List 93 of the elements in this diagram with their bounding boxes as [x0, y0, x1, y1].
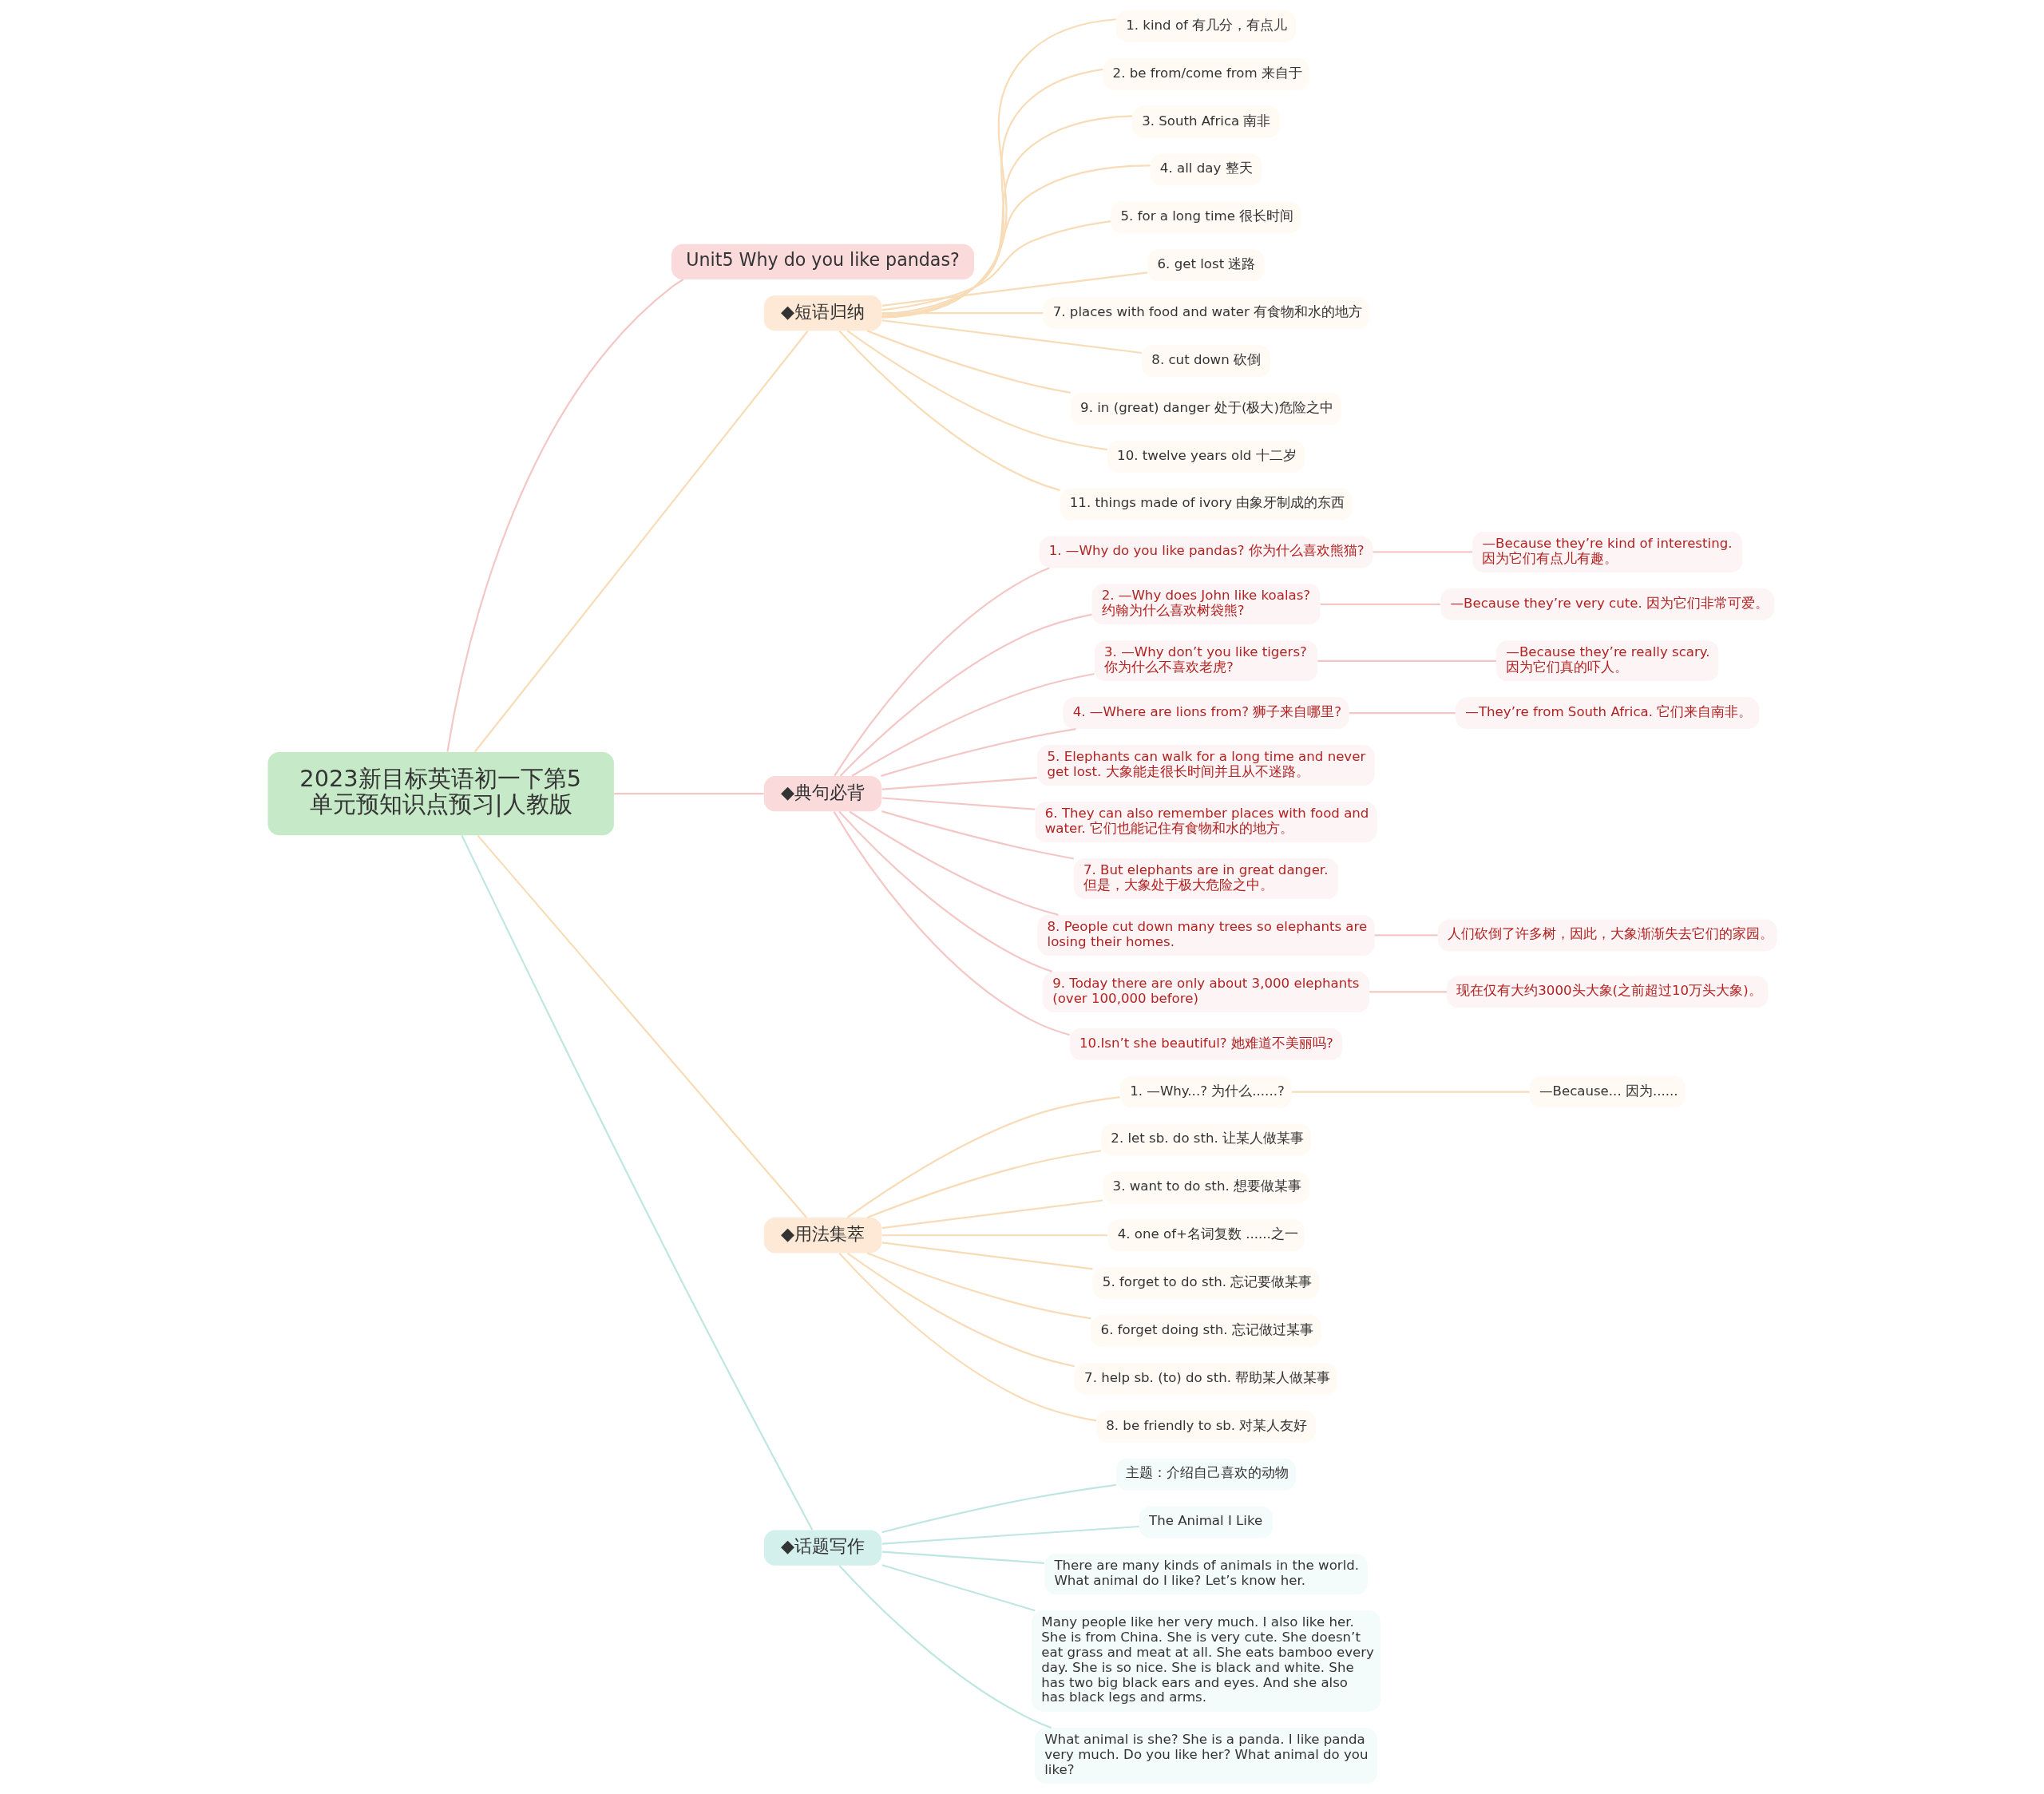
connector	[851, 672, 1095, 777]
connector	[881, 115, 1132, 317]
node-box: ◆话题写作	[763, 1530, 881, 1566]
node-box: —Because they’re very cute. 因为它们非常可爱。	[1440, 588, 1774, 620]
node-box: 7. places with food and water 有食物和水的地方	[1043, 297, 1369, 330]
node-box: 主题：介绍自己喜欢的动物	[1115, 1458, 1296, 1491]
node-box: 5. for a long time 很长时间	[1110, 201, 1301, 234]
connector	[881, 220, 1111, 311]
node-box: 现在仅有大约3000头大象(之前超过10万头大象)。	[1446, 976, 1768, 1008]
node-box: 1. —Why...? 为什么......?	[1119, 1075, 1292, 1108]
connector	[881, 1564, 1036, 1612]
node-box: ◆用法集萃	[763, 1218, 881, 1253]
connector	[881, 797, 1035, 810]
connector	[881, 18, 1116, 319]
node-box: —They’re from South Africa. 它们来自南非。	[1455, 697, 1759, 730]
connector	[839, 613, 1092, 777]
node-box: 4. —Where are lions from? 狮子来自哪里?	[1063, 697, 1349, 730]
node-box: 6. They can also remember places with food and water. 它们也能记住有食物和水的地方。	[1035, 802, 1377, 843]
connector	[881, 1550, 1044, 1564]
node-box: 6. get lost 迷路	[1147, 249, 1265, 282]
connector	[838, 330, 1060, 492]
node-box: 2023新目标英语初一下第5单元预知识点预习|人教版	[267, 751, 614, 836]
node-box: 1. kind of 有几分，有点儿	[1115, 10, 1296, 42]
connector	[1291, 1091, 1530, 1093]
connector	[1369, 991, 1447, 993]
node-box: —Because they’re kind of interesting. 因为它们有点儿有趣。	[1472, 531, 1742, 572]
node-box: 7. help sb. (to) do sth. 帮助某人做某事	[1074, 1362, 1337, 1395]
node-box: Many people like her very much. I also like her. She is from China. She is very cute. She doesn’t eat grass and meat at all. She eats bamboo every day. She is so nice. She is black and white. She has two big black ears and eyes. And she also has black legs and arms.	[1031, 1610, 1380, 1712]
node-box: 2. —Why does John like koalas? 约翰为什么喜欢树袋熊?	[1091, 584, 1321, 625]
connector	[866, 1150, 1101, 1218]
connector	[613, 792, 764, 795]
node-box: 人们砍倒了许多树，因此，大象渐渐失去它们的家园。	[1437, 919, 1777, 952]
node-box: 7. But elephants are in great danger. 但是，大象处于极大危险之中。	[1073, 858, 1338, 899]
node-box: 5. Elephants can walk for a long time and never get lost. 大象能走很长时间并且从不迷路。	[1036, 745, 1375, 786]
connector	[881, 319, 1142, 354]
connector	[866, 1252, 1091, 1320]
connector	[1320, 603, 1440, 605]
connector	[881, 1525, 1139, 1545]
connector	[446, 279, 683, 752]
connector	[848, 810, 1059, 916]
connector	[881, 810, 1074, 860]
connector	[838, 1565, 1052, 1729]
node-box: 9. Today there are only about 3,000 elephants (over 100,000 before)	[1042, 971, 1369, 1012]
connector	[881, 1242, 1093, 1270]
connector	[477, 834, 807, 1218]
node-box: 3. —Why don’t you like tigers? 你为什么不喜欢老虎?	[1094, 640, 1317, 682]
node-box: 2. be from/come from 来自于	[1102, 57, 1309, 90]
connector	[1317, 659, 1496, 662]
connector	[846, 330, 1107, 451]
node-box: 5. forget to do sth. 忘记要做某事	[1092, 1267, 1319, 1300]
node-box: ◆典句必背	[763, 775, 881, 812]
connector	[881, 164, 1151, 315]
node-box: What animal is she? She is a panda. I like panda very much. Do you like her? What animal do you like?	[1034, 1728, 1377, 1784]
connector	[866, 330, 1071, 394]
connector	[881, 1483, 1116, 1534]
connector	[881, 1199, 1103, 1230]
connector	[1374, 934, 1438, 937]
connector	[1349, 712, 1456, 715]
connector	[838, 1252, 1096, 1422]
connector	[460, 834, 813, 1531]
node-box: 11. things made of ivory 由象牙制成的东西	[1060, 488, 1352, 521]
node-box: 3. want to do sth. 想要做某事	[1102, 1171, 1309, 1204]
node-box: The Animal I Like	[1139, 1506, 1273, 1539]
node-box: 8. be friendly to sb. 对某人友好	[1095, 1410, 1316, 1443]
node-box: 8. cut down 砍倒	[1141, 345, 1270, 377]
node-box: 10.Isn’t she beautiful? 她难道不美丽吗?	[1069, 1028, 1342, 1060]
connector	[846, 1252, 1075, 1368]
node-box: 2. let sb. do sth. 让某人做某事	[1100, 1123, 1311, 1156]
connector	[838, 810, 1052, 972]
node-box: 4. all day 整天	[1150, 153, 1262, 186]
connector	[846, 1096, 1120, 1218]
connector	[881, 68, 1103, 319]
connector	[881, 312, 1043, 315]
node-box: 9. in (great) danger 处于(极大)危险之中	[1070, 392, 1341, 425]
node-box: 1. —Why do you like pandas? 你为什么喜欢熊猫?	[1039, 536, 1373, 568]
connector	[473, 330, 809, 753]
node-box: ◆短语归纳	[763, 295, 881, 331]
connector	[881, 777, 1037, 790]
connector	[1373, 551, 1472, 553]
connector	[881, 271, 1147, 307]
node-box: —Because... 因为......	[1529, 1075, 1686, 1108]
connector	[833, 567, 1050, 777]
node-box: There are many kinds of animals in the world. What animal do I like? Let’s know her.	[1044, 1554, 1368, 1595]
node-box: 10. twelve years old 十二岁	[1107, 440, 1305, 473]
node-box: 3. South Africa 南非	[1131, 105, 1280, 138]
node-box: 8. People cut down many trees so elephants are losing their homes.	[1036, 914, 1375, 956]
connector	[880, 728, 1076, 777]
connector	[881, 1234, 1107, 1237]
connector	[833, 811, 1070, 1036]
node-box: Unit5 Why do you like pandas?	[671, 244, 974, 279]
node-box: 4. one of+名词复数 ......之一	[1107, 1219, 1305, 1252]
node-box: 6. forget doing sth. 忘记做过某事	[1090, 1315, 1321, 1347]
node-box: —Because they’re really scary. 因为它们真的吓人。	[1495, 640, 1718, 682]
